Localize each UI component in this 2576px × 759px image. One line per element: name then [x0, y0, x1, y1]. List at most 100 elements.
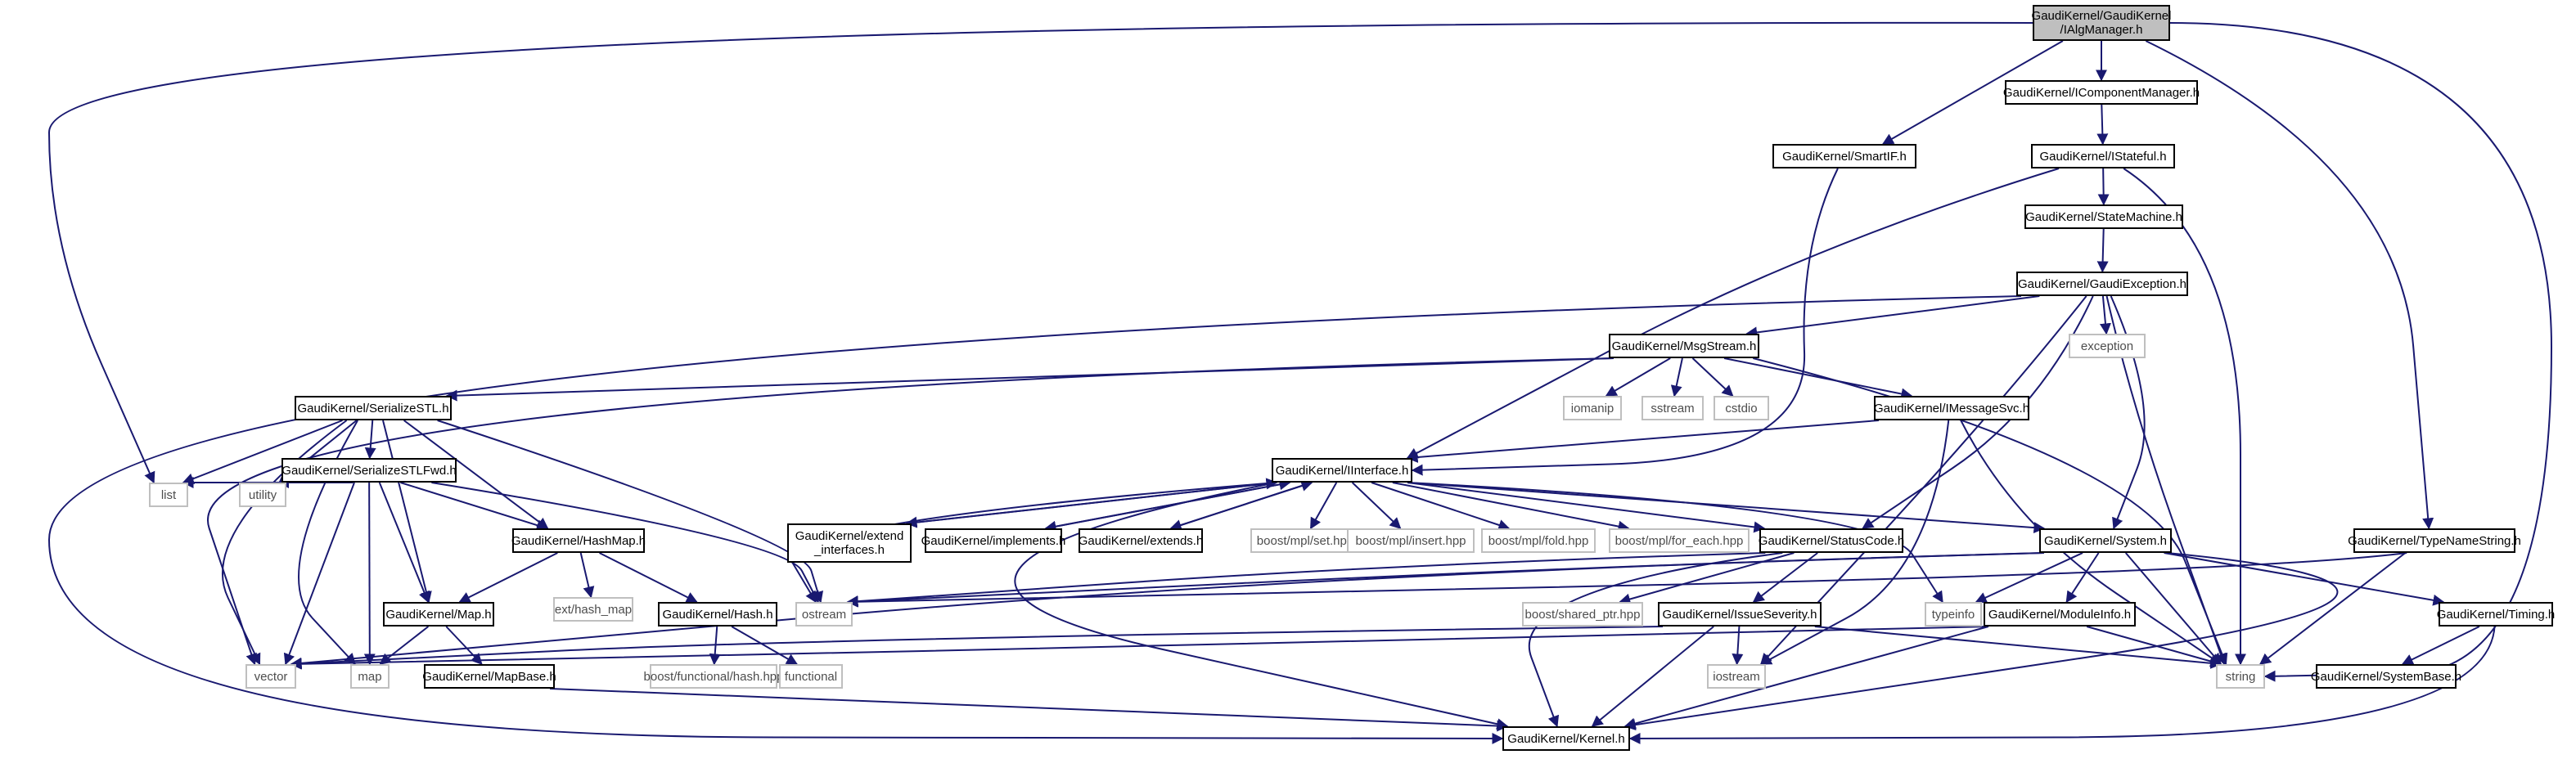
edge-system-to-vector	[290, 552, 2045, 669]
node-hashmap-h[interactable]: GaudiKernel/HashMap.h	[511, 528, 646, 553]
node-map-h[interactable]: GaudiKernel/Map.h	[383, 602, 494, 627]
node-implements-h[interactable]: GaudiKernel/implements.h	[921, 528, 1065, 553]
edge-system-to-string	[2124, 552, 2222, 666]
edge-msgstream-to-sstream	[1670, 357, 1683, 397]
edge-serializestl-to-list	[182, 420, 343, 484]
edge-moduleinfo-to-vector	[290, 626, 1989, 670]
node-systembase-h[interactable]: GaudiKernel/SystemBase.h	[2311, 664, 2461, 689]
node-cstdio: cstdio	[1714, 396, 1769, 420]
node-issueseverity-h[interactable]: GaudiKernel/IssueSeverity.h	[1658, 602, 1822, 627]
node-istateful-h[interactable]: GaudiKernel/IStateful.h	[2031, 144, 2175, 168]
edge-moduleinfo-to-string	[2086, 626, 2222, 667]
node-statuscode-h[interactable]: GaudiKernel/StatusCode.h	[1759, 528, 1904, 553]
edge-imessagesvc-to-iostream	[1759, 420, 1950, 665]
edge-serializestlfwd-to-ostream	[431, 482, 819, 604]
edge-implements-to-iinterface	[1045, 478, 1291, 529]
edge-statuscode-to-kernel	[1528, 552, 1783, 728]
edge-map_h-to-mapbase	[445, 626, 483, 666]
node-iostream: iostream	[1707, 664, 1766, 689]
node-boost-functional-hash: boost/functional/hash.hpp	[644, 664, 783, 689]
node-mapbase-h[interactable]: GaudiKernel/MapBase.h	[422, 664, 556, 689]
edge-hashmap-to-map_h	[458, 552, 558, 603]
node-gaudiexception-h[interactable]: GaudiKernel/GaudiException.h	[2016, 272, 2188, 296]
edge-istateful-to-statemachine	[2097, 168, 2110, 206]
edge-root-to-typenamestring	[2145, 40, 2434, 530]
edge-moduleinfo-to-kernel	[1624, 626, 1989, 730]
edge-imessagesvc-to-string	[1960, 420, 2222, 665]
edge-typenamestring-to-ostream	[846, 552, 2407, 608]
node-typeinfo: typeinfo	[1925, 602, 1982, 627]
edge-msgstream-to-iomanip	[1605, 357, 1671, 397]
node-boost-shared-ptr: boost/shared_ptr.hpp	[1522, 602, 1643, 627]
node-exception: exception	[2069, 334, 2146, 358]
node-icomponentmanager-h[interactable]: GaudiKernel/IComponentManager.h	[2003, 80, 2200, 105]
edge-iinterface-to-mpl_fold	[1371, 482, 1511, 531]
edge-serializestlfwd-to-hashmap	[400, 482, 548, 531]
edge-imessagesvc-to-iinterface	[1406, 420, 1880, 463]
node-extend-interfaces-h[interactable]: GaudiKernel/extend _interfaces.h	[787, 523, 912, 563]
edge-gaudiexception-to-msgstream	[1745, 295, 2040, 339]
edge-iinterface-to-system	[1407, 482, 2046, 534]
edge-msgstream-to-vector	[207, 357, 1615, 666]
edge-system-to-timing	[2164, 552, 2445, 606]
edge-system-to-typeinfo	[1975, 552, 2083, 604]
node-list: list	[149, 483, 188, 507]
edge-issueseverity-to-vector	[290, 626, 1664, 670]
edge-iinterface-to-statuscode	[1407, 482, 1766, 533]
edge-statuscode-to-ostream	[846, 552, 1766, 608]
edge-istateful-to-string	[2123, 168, 2246, 666]
edge-serializestl-to-serializestlfwd	[364, 420, 376, 460]
edge-system-to-moduleinfo	[2065, 552, 2100, 604]
node-system-h[interactable]: GaudiKernel/System.h	[2039, 528, 2172, 553]
node-hash-h[interactable]: GaudiKernel/Hash.h	[658, 602, 777, 627]
edge-timing-to-systembase	[2401, 626, 2480, 665]
node-statemachine-h[interactable]: GaudiKernel/StateMachine.h	[2024, 204, 2183, 229]
edge-icomponentmanager-to-istateful	[2096, 104, 2109, 146]
node-typenamestring-h[interactable]: GaudiKernel/TypeNameString.h	[2348, 528, 2521, 553]
node-serializestl-h[interactable]: GaudiKernel/SerializeSTL.h	[295, 396, 452, 420]
edge-msgstream-to-cstdio	[1691, 357, 1734, 397]
node-moduleinfo-h[interactable]: GaudiKernel/ModuleInfo.h	[1984, 602, 2136, 627]
node-ialgmanager-h[interactable]: GaudiKernel/GaudiKernel /IAlgManager.h	[2032, 5, 2171, 41]
edge-statemachine-to-gaudiexception	[2096, 228, 2109, 273]
edge-serializestl-to-vector	[221, 420, 348, 666]
node-timing-h[interactable]: GaudiKernel/Timing.h	[2437, 602, 2555, 627]
edge-map_h-to-map	[379, 626, 430, 665]
node-utility: utility	[239, 483, 286, 507]
edge-extend_interfaces-to-iinterface	[906, 478, 1278, 524]
node-imessagesvc-h[interactable]: GaudiKernel/IMessageSvc.h	[1874, 396, 2029, 420]
edge-msgstream-to-serializestl	[445, 357, 1615, 402]
edge-iinterface-to-mpl_for_each	[1392, 482, 1630, 532]
node-vector: vector	[245, 664, 296, 689]
node-iomanip: iomanip	[1563, 396, 1622, 420]
edge-serializestlfwd-to-map_h	[378, 482, 430, 604]
node-serializestlfwd-h[interactable]: GaudiKernel/SerializeSTLFwd.h	[281, 458, 457, 483]
edge-serializestlfwd-to-map	[363, 482, 376, 666]
edge-hashmap-to-hash_h	[599, 552, 698, 603]
edge-typenamestring-to-string	[2259, 552, 2407, 665]
node-functional: functional	[779, 664, 843, 689]
edge-statuscode-to-issueseverity	[1752, 552, 1818, 603]
node-kernel-h[interactable]: GaudiKernel/Kernel.h	[1502, 726, 1630, 751]
edge-root-to-smartif	[1881, 40, 2064, 145]
edge-serializestl-to-ostream	[437, 420, 824, 604]
edge-issueseverity-to-kernel	[1591, 626, 1714, 727]
edge-serializestl-to-map_h	[382, 420, 432, 604]
edge-mapbase-to-kernel	[549, 688, 1509, 732]
node-msgstream-h[interactable]: GaudiKernel/MsgStream.h	[1609, 334, 1759, 358]
edge-gaudiexception-to-system	[2110, 295, 2146, 530]
edge-hashmap-to-ext_hash_map	[579, 552, 595, 599]
node-string: string	[2216, 664, 2265, 689]
edge-iinterface-to-kernel	[1014, 482, 1509, 730]
node-smartif-h[interactable]: GaudiKernel/SmartIF.h	[1772, 144, 1916, 168]
edge-extends-to-iinterface	[1170, 480, 1313, 529]
edge-serializestl-to-map	[298, 420, 358, 666]
edge-gaudiexception-to-kernel	[47, 295, 2022, 744]
node-iinterface-h[interactable]: GaudiKernel/IInterface.h	[1272, 458, 1412, 483]
node-extends-h[interactable]: GaudiKernel/extends.h	[1079, 528, 1203, 553]
node-map: map	[350, 664, 390, 689]
edge-serializestlfwd-to-vector	[283, 482, 355, 666]
edge-gaudiexception-to-exception	[2099, 295, 2111, 335]
edge-msgstream-to-imessagesvc	[1723, 357, 1913, 400]
